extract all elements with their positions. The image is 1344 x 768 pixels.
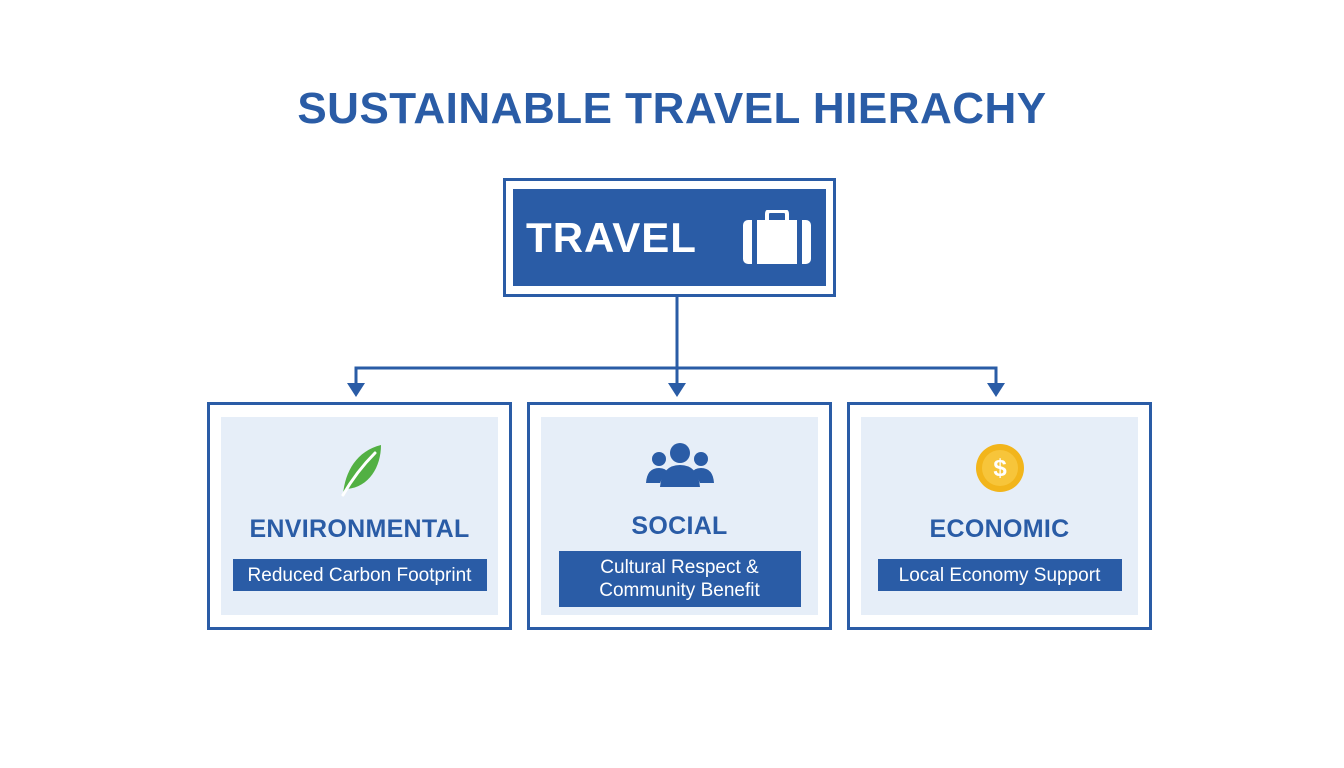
pillar-title: SOCIAL (631, 512, 728, 540)
pillar-card-fill: SOCIAL Cultural Respect & Community Bene… (541, 417, 818, 615)
suitcase-icon (742, 209, 811, 264)
pillar-card-fill: ENVIRONMENTAL Reduced Carbon Footprint (221, 417, 498, 615)
pillar-card-environmental: ENVIRONMENTAL Reduced Carbon Footprint (207, 402, 512, 630)
pillar-card-fill: $ ECONOMIC Local Economy Support (861, 417, 1138, 615)
pillar-badge-line: Community Benefit (599, 580, 760, 601)
pillar-card-economic: $ ECONOMIC Local Economy Support (847, 402, 1152, 630)
arrowhead-environmental (347, 383, 365, 397)
diagram-title: SUSTAINABLE TRAVEL HIERACHY (297, 84, 1047, 133)
leaf-icon (341, 445, 381, 497)
pillar-badge: Cultural Respect & Community Benefit (558, 551, 801, 607)
arrowhead-economic (987, 383, 1005, 397)
pillar-badge: Local Economy Support (877, 559, 1122, 591)
pillar-badge-line: Reduced Carbon Footprint (247, 564, 472, 586)
pillar-badge-line: Local Economy Support (898, 564, 1101, 586)
root-node-fill: TRAVEL (513, 189, 826, 286)
pillar-title: ECONOMIC (929, 515, 1070, 543)
people-icon (645, 443, 714, 487)
pillar-title: ENVIRONMENTAL (249, 515, 470, 543)
root-label: TRAVEL (526, 213, 697, 261)
pillar-badge: Reduced Carbon Footprint (232, 559, 487, 591)
arrowhead-social (668, 383, 686, 397)
pillar-badge-line: Cultural Respect & (600, 557, 759, 578)
dollar-coin-icon: $ (975, 444, 1024, 492)
root-node: TRAVEL (503, 178, 836, 297)
pillar-card-social: SOCIAL Cultural Respect & Community Bene… (527, 402, 832, 630)
svg-text:$: $ (993, 455, 1007, 482)
